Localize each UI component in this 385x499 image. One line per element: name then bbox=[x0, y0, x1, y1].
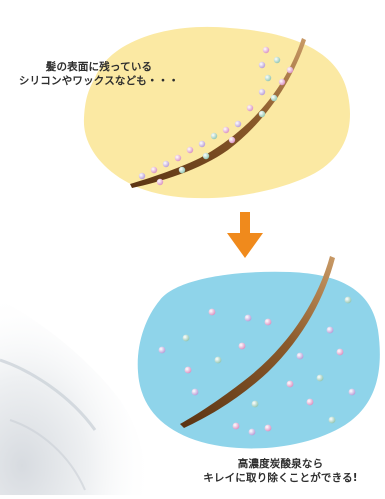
after-blob bbox=[137, 271, 380, 449]
caption-before-line1: 髪の表面に残っている bbox=[45, 61, 153, 73]
caption-before: 髪の表面に残っている シリコンやワックスなども・・・ bbox=[14, 60, 184, 88]
arrow-down-icon bbox=[227, 212, 263, 258]
caption-after-line2: キレイに取り除くことができる! bbox=[203, 472, 358, 484]
residue-particles bbox=[138, 46, 294, 186]
caption-after: 高濃度炭酸泉なら キレイに取り除くことができる! bbox=[178, 457, 383, 485]
released-particles bbox=[158, 296, 356, 436]
towel-shape bbox=[0, 300, 147, 495]
towel-fold bbox=[0, 358, 97, 431]
before-blob bbox=[83, 26, 350, 199]
caption-before-line2: シリコンやワックスなども・・・ bbox=[18, 75, 180, 87]
towel-fold bbox=[9, 419, 86, 491]
caption-after-line1: 高濃度炭酸泉なら bbox=[237, 458, 324, 470]
